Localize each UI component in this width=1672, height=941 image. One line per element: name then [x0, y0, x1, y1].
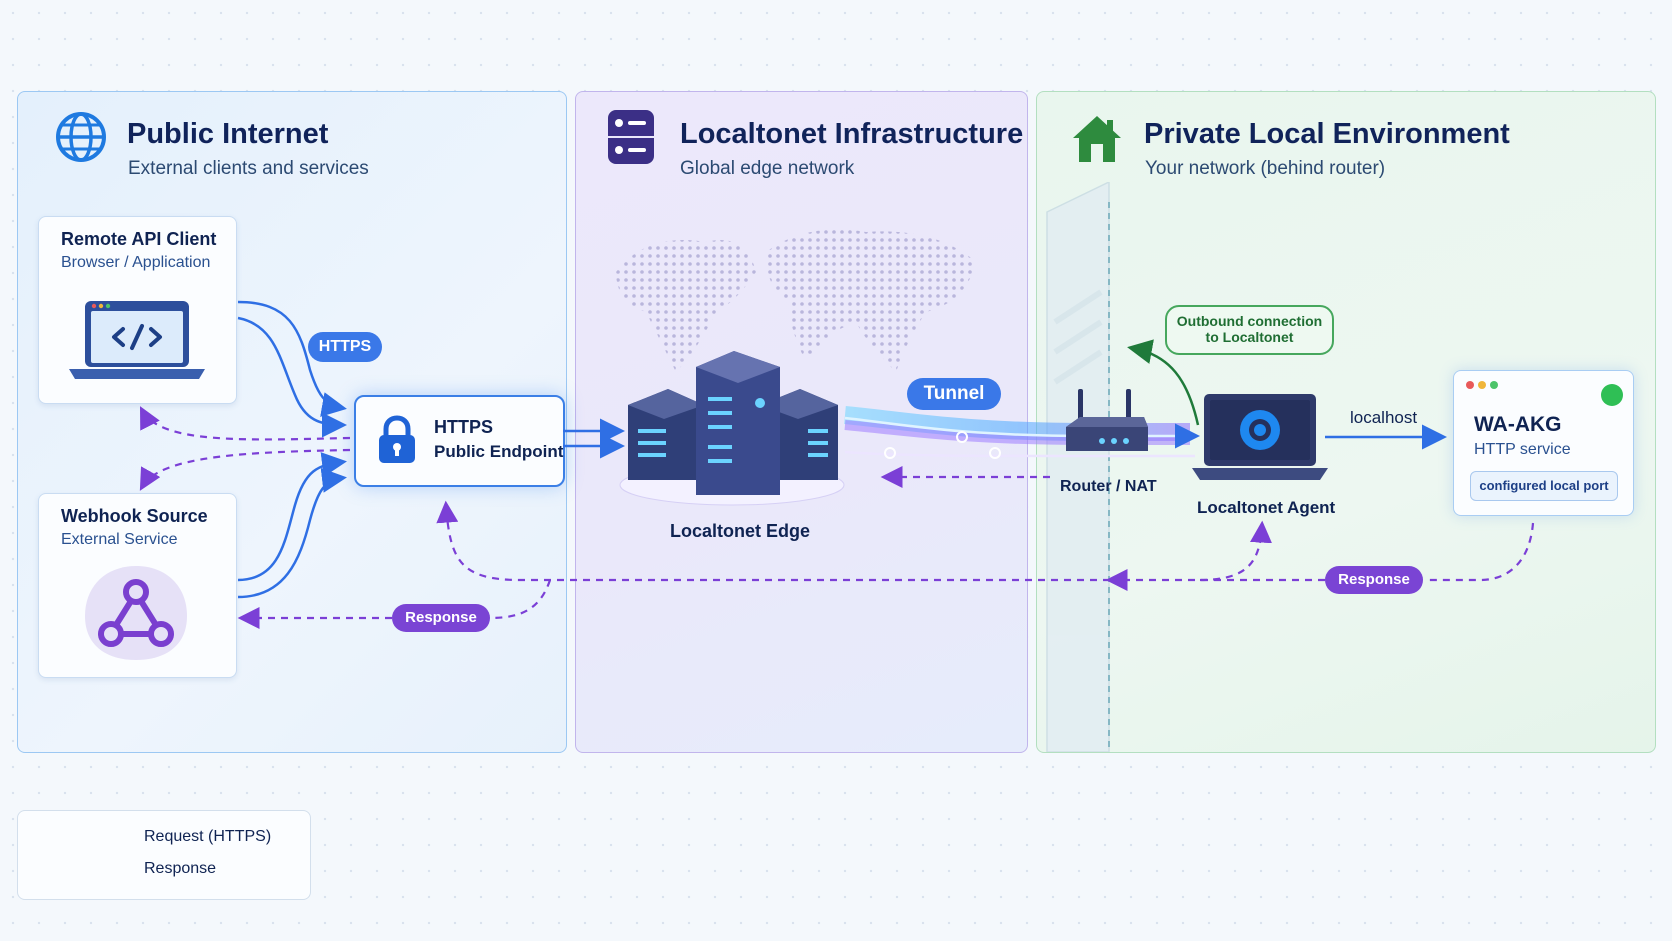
- home-icon: [1073, 116, 1121, 162]
- remote-client-title: Remote API Client: [61, 229, 217, 249]
- firewall-wall: [1046, 182, 1110, 752]
- wa-akg-subtitle: HTTP service: [1474, 441, 1571, 458]
- webhook-subtitle: External Service: [61, 531, 178, 548]
- tunnel-pill: Tunnel: [907, 378, 1001, 410]
- lock-icon: [379, 415, 415, 463]
- legend-response-label: Response: [144, 860, 217, 877]
- wa-akg-service-card: WA-AKG HTTP service configured local por…: [1453, 370, 1634, 516]
- configured-local-port-badge: configured local port: [1470, 471, 1618, 501]
- remote-client-subtitle: Browser / Application: [61, 254, 211, 271]
- zone-public-subtitle: External clients and services: [128, 158, 369, 179]
- tunnel-band: [844, 406, 1200, 459]
- localtonet-agent-laptop-icon: [1192, 394, 1328, 480]
- webhook-icon: [85, 566, 187, 660]
- zone-infra-title: Localtonet Infrastructure: [680, 118, 1024, 150]
- legend: Request (HTTPS) Response: [17, 810, 311, 900]
- zone-private-title: Private Local Environment: [1144, 118, 1510, 150]
- router-icon: [1066, 389, 1148, 451]
- outbound-connection-note: Outbound connection to Localtonet: [1165, 305, 1334, 355]
- webhook-title: Webhook Source: [61, 506, 208, 526]
- endpoint-subtitle: Public Endpoint: [434, 442, 564, 461]
- webhook-source-card: Webhook Source External Service: [38, 493, 237, 678]
- response-arrows-clients: [139, 406, 552, 629]
- zone-private-subtitle: Your network (behind router): [1145, 158, 1386, 179]
- https-pill: HTTPS: [308, 332, 382, 362]
- response-pill-left: Response: [392, 604, 490, 632]
- localtonet-edge-servers-icon: [619, 351, 845, 506]
- response-pill-right: Response: [1325, 566, 1423, 594]
- world-map-dots: [616, 229, 976, 372]
- zone-public-title: Public Internet: [127, 118, 329, 150]
- legend-request-label: Request (HTTPS): [144, 828, 272, 845]
- localhost-label: localhost: [1350, 408, 1418, 427]
- wa-akg-title: WA-AKG: [1474, 413, 1562, 436]
- endpoint-to-edge-arrows: [563, 418, 625, 459]
- status-online-icon: [1601, 384, 1623, 406]
- globe-icon: [56, 112, 106, 162]
- response-path-long: [436, 500, 1535, 591]
- laptop-code-icon: [69, 301, 205, 379]
- router-nat-label: Router / NAT: [1060, 478, 1157, 495]
- zone-infra-subtitle: Global edge network: [680, 158, 855, 179]
- outbound-connection-arrow: [1127, 339, 1200, 426]
- request-arrows-clients: [237, 300, 347, 599]
- localtonet-agent-label: Localtonet Agent: [1197, 498, 1336, 517]
- https-public-endpoint: HTTPS Public Endpoint: [354, 395, 565, 487]
- server-list-icon: [608, 110, 654, 164]
- window-controls-icon: [1466, 381, 1498, 389]
- remote-api-client-card: Remote API Client Browser / Application: [38, 216, 237, 404]
- outbound-line1: Outbound connection: [1176, 313, 1323, 329]
- endpoint-title: HTTPS: [434, 417, 494, 437]
- localtonet-edge-label: Localtonet Edge: [670, 521, 811, 541]
- outbound-line2: to Localtonet: [1205, 329, 1294, 345]
